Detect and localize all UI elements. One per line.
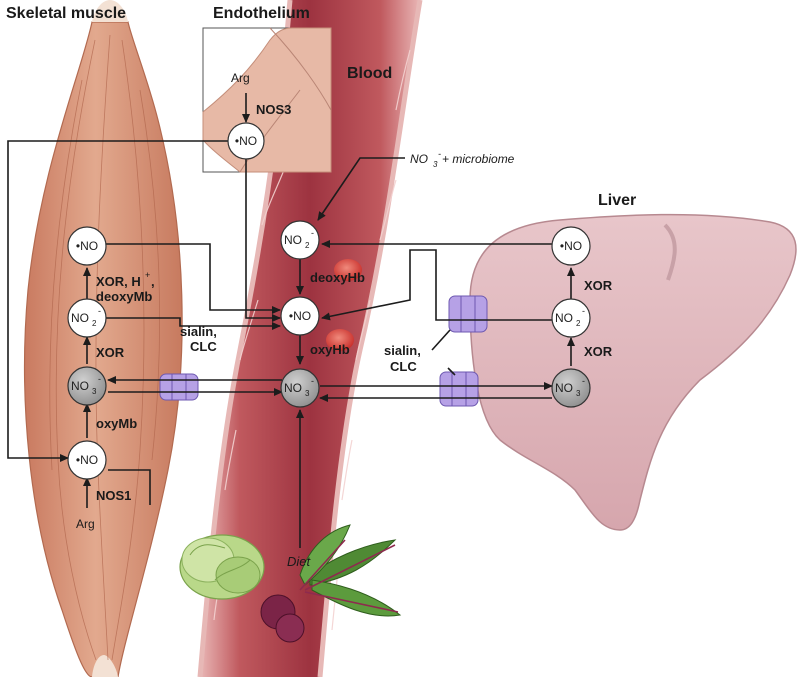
node-subscript: 3 — [305, 389, 310, 398]
deoxyhb-red-blood-cell — [334, 259, 362, 281]
muscle-arg-label: Arg — [76, 517, 95, 531]
liver-illustration — [469, 213, 797, 531]
microbiome-superscript: - — [438, 149, 441, 159]
pathway-arrows — [7, 93, 575, 548]
muscle-no-node-bottom: •NO — [67, 440, 107, 480]
liver-no3-node: NO 3 - — [551, 368, 591, 408]
node-superscript: - — [311, 376, 314, 386]
node-superscript: - — [98, 306, 101, 316]
endothelium-title: Endothelium — [213, 5, 310, 22]
endothelium-no-node: •NO — [227, 122, 265, 160]
node-label: •NO — [76, 453, 98, 467]
xor-h-superscript: + — [145, 270, 150, 280]
node-subscript: 3 — [92, 387, 97, 396]
oxyhb-label: oxyHb — [310, 342, 350, 357]
node-label: NO — [284, 233, 302, 247]
microbiome-subscript: 3 — [433, 160, 438, 169]
blood-no3-node: NO 3 - — [280, 368, 320, 408]
diet-vegetables-illustration — [179, 524, 402, 643]
node-superscript: - — [582, 306, 585, 316]
muscle-no2-node: NO 2 - — [67, 298, 107, 338]
endothelium-arg-label: Arg — [231, 71, 250, 85]
muscle-xor-label: XOR — [96, 345, 125, 360]
node-superscript: - — [98, 374, 101, 384]
liver-clc-label: CLC — [390, 359, 417, 374]
liver-xor-upper-label: XOR — [584, 278, 613, 293]
blood-title: Blood — [347, 65, 392, 82]
node-label: NO — [555, 381, 573, 395]
node-superscript: - — [311, 228, 314, 238]
muscle-deoxymb-label: deoxyMb — [96, 289, 152, 304]
diet-label: Diet — [287, 554, 312, 569]
transporter-liver-lower — [439, 371, 479, 407]
oxyhb-red-blood-cell — [326, 329, 354, 351]
oxymb-label: oxyMb — [96, 416, 137, 431]
blood-no2-node: NO 2 - — [280, 220, 320, 260]
skeletal-muscle-title: Skeletal muscle — [6, 5, 126, 22]
liver-sialin-label: sialin, — [384, 343, 421, 358]
node-label: •NO — [76, 239, 98, 253]
node-superscript: - — [582, 376, 585, 386]
node-subscript: 2 — [576, 319, 581, 328]
xor-h-comma: , — [151, 274, 155, 289]
nos3-label: NOS3 — [256, 102, 291, 117]
nos1-label: NOS1 — [96, 488, 131, 503]
transporter-liver-upper — [448, 295, 488, 333]
skeletal-muscle-illustration — [23, 0, 183, 677]
node-label: NO — [71, 311, 89, 325]
microbiome-no-label: NO — [410, 152, 428, 166]
liver-no-node: •NO — [551, 226, 591, 266]
muscle-sialin-label: sialin, — [180, 324, 217, 339]
node-subscript: 2 — [305, 241, 310, 250]
microbiome-label: + microbiome — [442, 152, 515, 166]
liver-title: Liver — [598, 192, 636, 209]
transporter-muscle — [159, 373, 199, 401]
deoxyhb-label: deoxyHb — [310, 270, 365, 285]
muscle-clc-label: CLC — [190, 339, 217, 354]
node-label: •NO — [289, 309, 311, 323]
node-label: NO — [555, 311, 573, 325]
node-label: •NO — [235, 134, 257, 148]
node-label: NO — [71, 379, 89, 393]
endothelium-inset — [202, 27, 332, 173]
muscle-no3-node: NO 3 - — [67, 366, 107, 406]
node-subscript: 2 — [92, 319, 97, 328]
xor-h-label: XOR, H — [96, 274, 141, 289]
node-label: NO — [284, 381, 302, 395]
liver-xor-lower-label: XOR — [584, 344, 613, 359]
blood-no-node: •NO — [280, 296, 320, 336]
muscle-no-node-top: •NO — [67, 226, 107, 266]
node-label: •NO — [560, 239, 582, 253]
liver-no2-node: NO 2 - — [551, 298, 591, 338]
node-subscript: 3 — [576, 389, 581, 398]
